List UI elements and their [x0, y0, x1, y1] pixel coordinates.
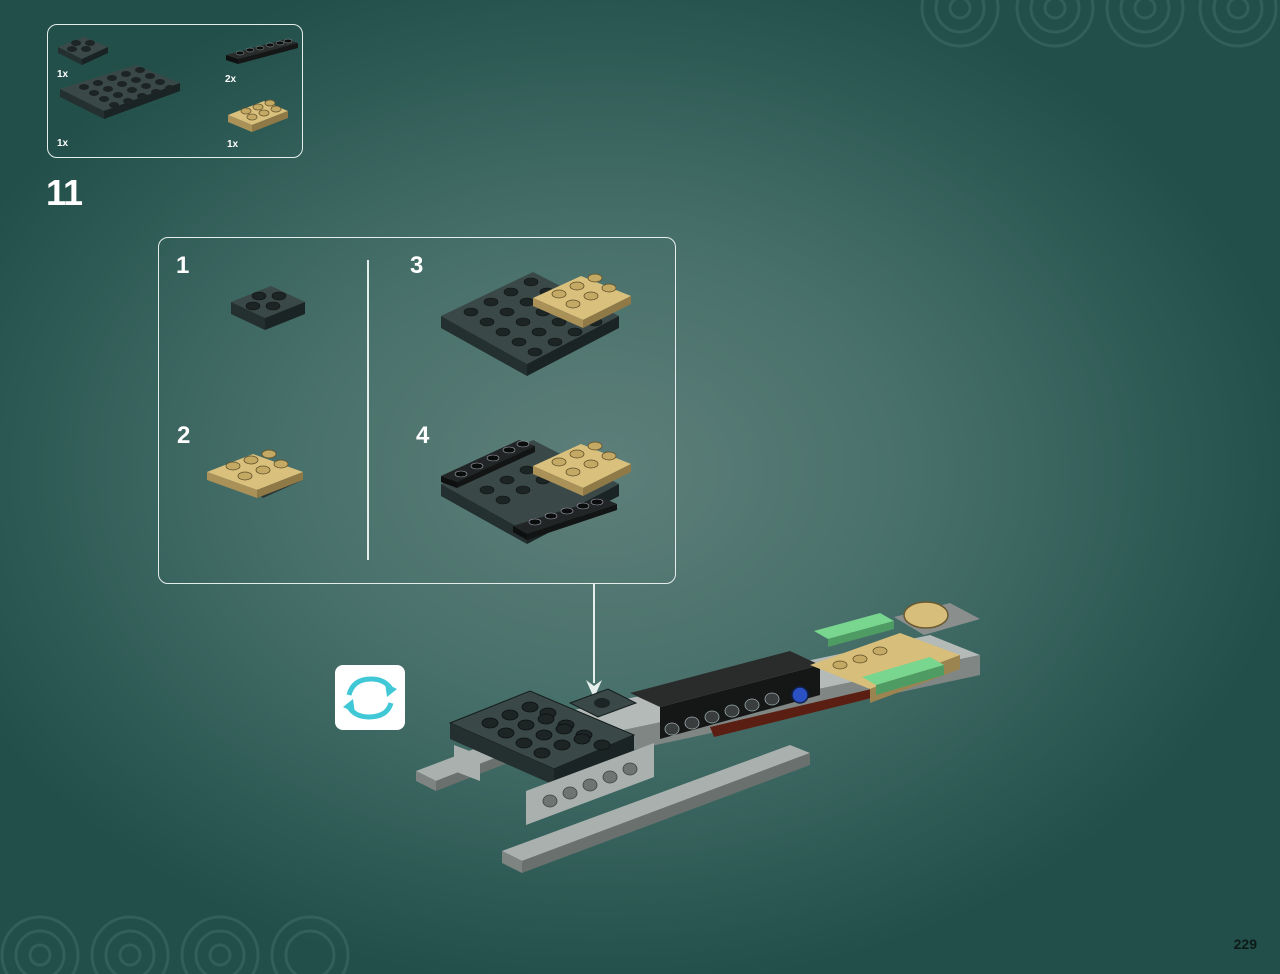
part-qty: 1x: [227, 139, 239, 150]
part-qty: 1x: [57, 138, 69, 149]
part-dark-gray-plate-4x6: [60, 65, 180, 119]
part-qty: 2x: [225, 74, 237, 85]
step-number: 11: [46, 172, 83, 213]
substep-2-image: [207, 449, 303, 498]
part-dark-gray-plate-2x2: [58, 37, 108, 65]
subassembly-divider: [367, 260, 369, 560]
substep-number: 3: [410, 252, 424, 279]
part-qty: 1x: [57, 69, 69, 80]
substep-1-image: [231, 286, 305, 330]
page-number: 229: [1233, 936, 1257, 952]
substep-3-image: [441, 272, 631, 376]
rotate-model-icon: [335, 665, 405, 730]
placement-arrow-line: [593, 583, 595, 683]
subassembly-box: 1 2 3 4: [158, 237, 676, 584]
main-model-assembly: [416, 601, 980, 873]
substep-4-image: [441, 440, 631, 544]
rotate-arrows-icon: [343, 676, 397, 720]
parts-list-box: 1x 2x 1x 1x: [47, 24, 303, 158]
placement-arrow-icon: [586, 680, 602, 698]
substep-number: 4: [416, 422, 430, 449]
substep-number: 1: [176, 252, 190, 279]
part-tan-plate-2x3: [228, 99, 288, 132]
part-black-plate-1x6: [226, 38, 298, 64]
substep-number: 2: [177, 422, 191, 449]
